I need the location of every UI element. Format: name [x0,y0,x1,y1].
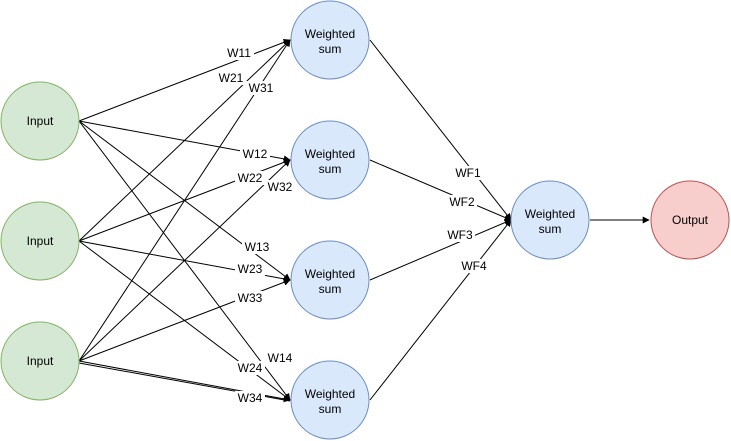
weight-labels: W11W21W31W12W22W32W13W23W33W14W24W34WF1W… [216,46,489,405]
weight-label-w32-text: W32 [268,180,293,194]
input-node-1-label: Input [27,114,54,128]
weight-label-wf2: WF2 [447,195,477,209]
weight-label-w21: W21 [216,71,246,85]
weight-label-wf2-text: WF2 [449,195,475,209]
weight-label-w33-text: W33 [238,291,263,305]
weight-label-w14-text: W14 [268,351,293,365]
hidden-node-1-line2: sum [319,42,342,56]
hidden-node-4-line2: sum [319,402,342,416]
weight-label-w13-text: W13 [245,240,270,254]
input-node-3-label: Input [27,354,54,368]
input-node-2: Input [0,201,80,281]
weight-label-wf1-text: WF1 [455,166,481,180]
edge-i3-h2 [78,159,291,362]
hidden-node-2-line1: Weighted [305,147,355,161]
weight-label-w32: W32 [265,180,295,194]
weight-label-wf4-text: WF4 [461,259,487,273]
edges [78,38,650,403]
weight-label-w23-text: W23 [238,262,263,276]
edge-h4-c [369,219,512,401]
weight-label-w31-text: W31 [249,81,274,95]
weight-label-w22: W22 [235,171,265,185]
weight-label-wf4: WF4 [459,259,489,273]
weight-label-w12: W12 [240,147,270,161]
weight-label-w11: W11 [224,46,254,60]
combine-node: Weighted sum [510,180,590,260]
weight-label-wf3: WF3 [445,228,475,242]
hidden-node-1-line1: Weighted [305,27,355,41]
output-node: Output [650,180,730,260]
edge-h3-c [369,219,512,281]
edge-h1-c [369,39,512,221]
hidden-node-3-line1: Weighted [305,267,355,281]
input-node-2-label: Input [27,234,54,248]
weight-label-w14: W14 [265,351,295,365]
weight-label-w24: W24 [235,361,265,375]
combine-node-line1: Weighted [525,207,575,221]
weight-label-wf3-text: WF3 [447,228,473,242]
input-node-3: Input [0,321,80,401]
edge-i2-h1 [78,39,291,242]
hidden-node-3-line2: sum [319,282,342,296]
output-node-label: Output [672,213,709,227]
edge-h2-c [369,159,512,221]
weight-label-wf1: WF1 [453,166,483,180]
weight-label-w34: W34 [235,391,265,405]
edge-i1-h1 [78,38,291,122]
weight-label-w23: W23 [235,262,265,276]
weight-label-w33: W33 [235,291,265,305]
weight-label-w11-text: W11 [227,46,251,60]
weight-label-w22-text: W22 [238,171,263,185]
combine-node-line2: sum [539,222,562,236]
hidden-node-2-line2: sum [319,162,342,176]
hidden-node-3: Weighted sum [290,240,370,320]
weight-label-w21-text: W21 [219,71,244,85]
hidden-node-4: Weighted sum [290,360,370,440]
weight-label-w31: W31 [246,81,276,95]
weight-label-w13: W13 [242,240,272,254]
hidden-node-4-line1: Weighted [305,387,355,401]
weight-label-w12-text: W12 [243,147,268,161]
weight-label-w24-text: W24 [238,361,263,375]
input-node-1: Input [0,81,80,161]
hidden-node-2: Weighted sum [290,120,370,200]
hidden-node-1: Weighted sum [290,0,370,80]
weight-label-w34-text: W34 [238,391,263,405]
